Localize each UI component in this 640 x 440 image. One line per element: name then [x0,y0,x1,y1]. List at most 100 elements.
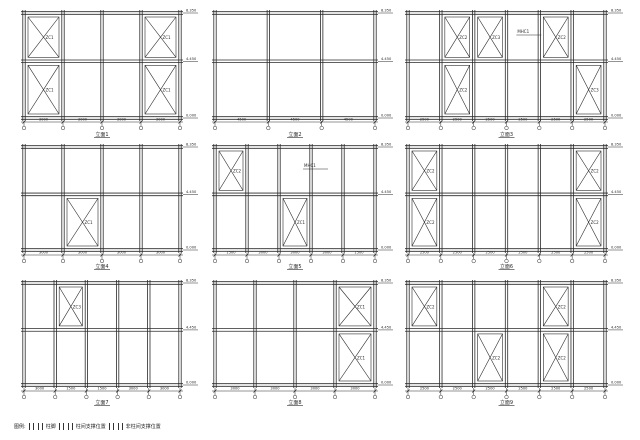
brace-tag: ZC2 [558,355,567,360]
axis-bubble [602,125,608,131]
brace-tag: ZC1 [46,88,55,93]
dimension-label: 2500 [584,251,594,255]
panel-title: 立面4 [95,263,108,270]
dimension-label: 3000 [156,251,166,255]
brace-bay [411,286,438,327]
dimension-tick [61,253,65,257]
axis-bubble [504,125,509,131]
dimension-tick [537,389,542,393]
axis-bubble [372,258,378,264]
dimension-label: 3000 [117,118,127,122]
brace-bay [411,150,438,191]
dimension-label: 3000 [129,387,139,391]
brace-diagonal [411,286,438,327]
axis-bubble [537,125,542,131]
dimension-tick [115,389,120,393]
axis-bubble [99,258,105,264]
axis-bubble [244,258,250,264]
legend: 图例: 柱脚 柱间支撑位置 非柱间支撑位置 [14,419,163,433]
dimension-tick [22,253,26,257]
brace-diagonal [575,65,602,115]
brace-tag: ZC2 [558,304,567,309]
axis-bubble [405,125,411,131]
level-mark: 8.350 [186,143,197,147]
axis-bubble [504,258,509,264]
axis-bubble [537,258,542,264]
dimension-label: 2500 [584,387,594,391]
dimension-label: 2500 [518,118,528,122]
brace-bay [144,65,177,115]
brace-tag: ZC2 [591,169,600,174]
axis-bubble [177,258,183,264]
brace-tag: ZC1 [357,304,366,309]
axis-bubble [570,125,575,131]
dimension-tick [61,120,65,124]
dimension-label: 2500 [486,387,496,391]
axis-bubble [146,394,151,400]
dimension-tick [406,389,410,393]
axis-bubble [438,394,443,400]
axis-bubble [138,258,144,264]
dimension-tick [147,389,151,393]
brace-diagonal [444,16,470,58]
dimension-label: 2500 [551,251,561,255]
axis-bubble [252,394,258,400]
brace-tag: ZC1 [163,35,172,40]
axis-bubble [177,125,183,131]
level-mark: 0.000 [381,381,392,385]
level-mark: 4.450 [611,325,622,329]
dimension-tick [603,120,607,124]
dimension-tick [213,389,217,393]
dimension-label: 4500 [290,118,300,122]
level-mark: 8.350 [611,279,622,283]
brace-bay [543,333,569,382]
dimension-label: 2500 [518,387,528,391]
brace-bay [477,16,503,58]
dimension-tick [253,389,257,393]
dimension-tick [293,389,297,393]
axis-bubble [438,258,443,264]
dimension-tick [100,253,104,257]
legend-item-2: 柱间支撑位置 [75,423,106,430]
brace-bay [338,286,372,327]
note-text: MHC1 [304,163,316,168]
brace-tag: ZC2 [426,169,435,174]
brace-diagonal [411,150,438,191]
level-mark: 8.350 [611,143,622,147]
brace-bay [27,65,60,115]
dimension-label: 2500 [453,251,463,255]
legend-item-3: 非柱间支撑位置 [125,423,161,430]
dimension-tick [504,253,509,257]
brace-tag: ZC2 [492,355,501,360]
brace-bay [543,286,569,327]
level-mark: 4.450 [611,190,622,194]
dimension-tick [139,120,143,124]
brace-bay [411,198,438,247]
brace-tag: ZC2 [558,35,567,40]
panel-title: 立面2 [288,131,301,138]
panel-title: 立面9 [500,399,513,406]
axis-bubble [308,258,314,264]
legend-item-1: 柱脚 [45,423,56,430]
dimension-tick [406,253,410,257]
brace-tag: ZC2 [591,220,600,225]
axis-bubble [471,258,476,264]
dimension-tick [471,120,476,124]
dimension-tick [439,120,443,124]
dimension-label: 1500 [97,387,107,391]
dimension-label: 3000 [230,387,240,391]
dimension-label: 3000 [117,251,127,255]
axis-bubble [372,125,378,131]
brace-bay [58,286,83,327]
axis-bubble [21,258,27,264]
dimension-label: 1500 [226,251,236,255]
brace-diagonal [282,198,308,247]
dimension-tick [178,389,182,393]
panel-title: 立面3 [500,131,513,138]
dimension-label: 2500 [453,387,463,391]
brace-tag: ZC1 [85,220,94,225]
